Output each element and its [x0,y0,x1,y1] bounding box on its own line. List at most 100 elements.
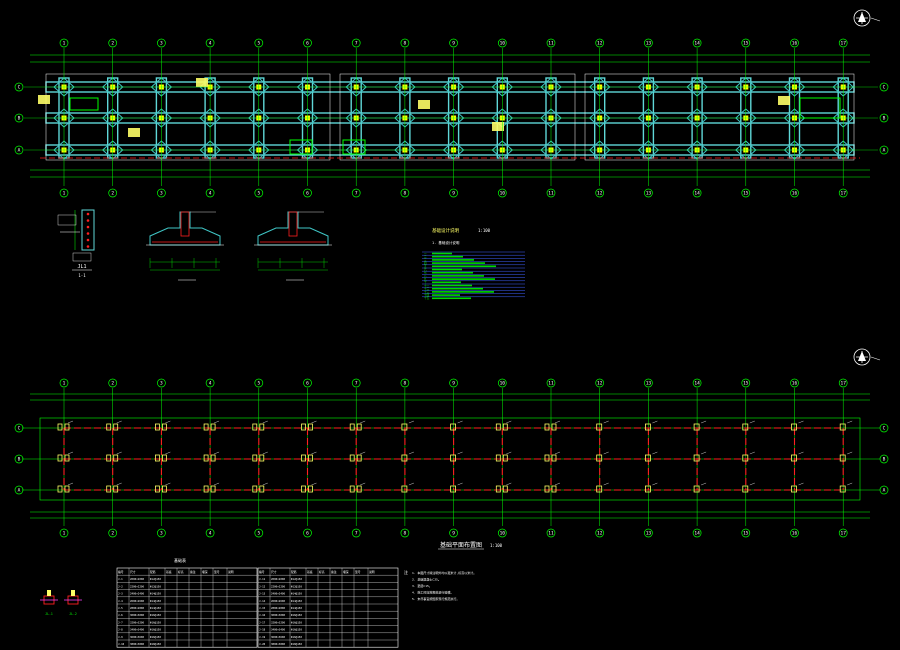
table-header: 尺寸 [271,570,277,574]
footing [161,485,167,493]
footing-outline [257,211,329,246]
rebar-dot [86,245,90,248]
axis-bubble [595,38,605,48]
table-cell: Φ14@150 [291,606,302,610]
axis-bubble [595,188,605,198]
axis-bubble [303,378,312,388]
footing-schedule-tables: 基础表编号J-1J-2J-3J-4J-5J-6J-7J-8J-9J-10尺寸20… [116,557,399,648]
footing [57,454,63,462]
column-rebar [288,211,298,237]
axis-label: 13 [646,191,652,197]
table-cell: Φ16@150 [291,635,302,639]
axis-label: 9 [452,41,455,47]
table-cell: J-14 [259,599,266,603]
axis-label: 8 [404,41,407,47]
axis-bubble [59,188,69,198]
footing-leader [360,482,366,486]
footing [551,485,557,493]
axis-label: 6 [306,191,309,197]
axis-bubble [741,528,751,538]
footing [495,423,501,431]
axis-bubble [497,188,507,198]
note-line: 十一 [424,283,430,287]
axis-label: 5 [257,531,260,537]
axis-bubble [351,188,361,198]
annotation-block [38,95,50,104]
footing [106,423,112,431]
axis-bubble [692,378,702,388]
footing [742,454,749,462]
axis-bubble [59,38,69,48]
table-cell: 3600×3600 [271,635,285,639]
footing-leader [311,451,317,455]
axis-label: 1 [63,531,66,537]
axis-bubble [879,423,889,433]
note-line: 十二 [424,287,430,291]
footing-leader [847,482,853,486]
axis-label: 16 [792,531,798,537]
beam-section [81,209,95,251]
footing [401,454,408,462]
axis-bubble [303,528,312,538]
note-text-bar [432,281,461,284]
table-cell: 3200×3200 [130,620,144,624]
axis-bubble [741,188,751,198]
table-cell: Φ16@150 [291,620,302,624]
footing [450,423,457,431]
footing-leader [652,420,658,424]
table-header: 基底 [166,570,172,574]
axis-bubble [595,528,605,538]
annotation-block [418,100,430,109]
table-cell: Φ14@150 [291,592,302,596]
axis-label: 11 [548,191,554,197]
notes-heading: 注 [404,569,408,575]
footing-leader [214,451,220,455]
axis-bubble [14,113,24,123]
footing-leader [798,482,804,486]
footing-leader [360,420,366,424]
footing [401,423,408,431]
axis-label: 5 [257,381,260,387]
note-text-bar [432,259,474,261]
axis-label: 12 [597,191,603,197]
footing-table-right: 编号J-11J-12J-13J-14J-15J-16J-17J-18J-19J-… [257,567,399,648]
axis-bubble [741,378,751,388]
axis-label: 6 [306,41,309,47]
footing [742,485,749,493]
table-header: 说明 [369,570,375,574]
axis-bubble [14,454,24,464]
axis-bubble [546,188,556,198]
legend-item: JL-1 [40,590,58,616]
table-cell: J-18 [259,628,266,632]
footing [64,423,70,431]
axis-label: B [883,116,886,122]
axis-label: 9 [452,531,455,537]
detail-footing-a [146,211,224,281]
axis-label: 13 [646,531,652,537]
footing [259,423,265,431]
axis-bubble [644,188,653,198]
footing-leader [554,420,561,424]
table-header: 基底 [307,570,313,574]
note-text-bar [432,275,484,277]
table-cell: 2200×2200 [271,584,285,588]
table-cell: J-5 [118,606,123,610]
note-line: 2. 基础混凝土C25。 [412,577,441,582]
footing-leader [165,420,171,424]
footing [308,485,313,493]
rebar-dot [86,232,90,235]
axis-label: 15 [743,41,749,47]
legend-item: JL-2 [64,590,82,616]
table-cell: 3000×3000 [271,613,285,617]
table-cell: 2600×2600 [271,599,285,603]
note-text-bar [432,262,485,264]
footing [544,454,550,462]
table-cell: Φ12@150 [150,577,161,581]
footing-leader [701,420,707,424]
table-header: 尺寸 [130,570,136,574]
axis-bubble [741,38,751,48]
axis-label: 3 [160,41,163,47]
footing [308,423,313,431]
footing-leader [116,451,122,455]
table-cell: Φ18@150 [291,642,302,646]
